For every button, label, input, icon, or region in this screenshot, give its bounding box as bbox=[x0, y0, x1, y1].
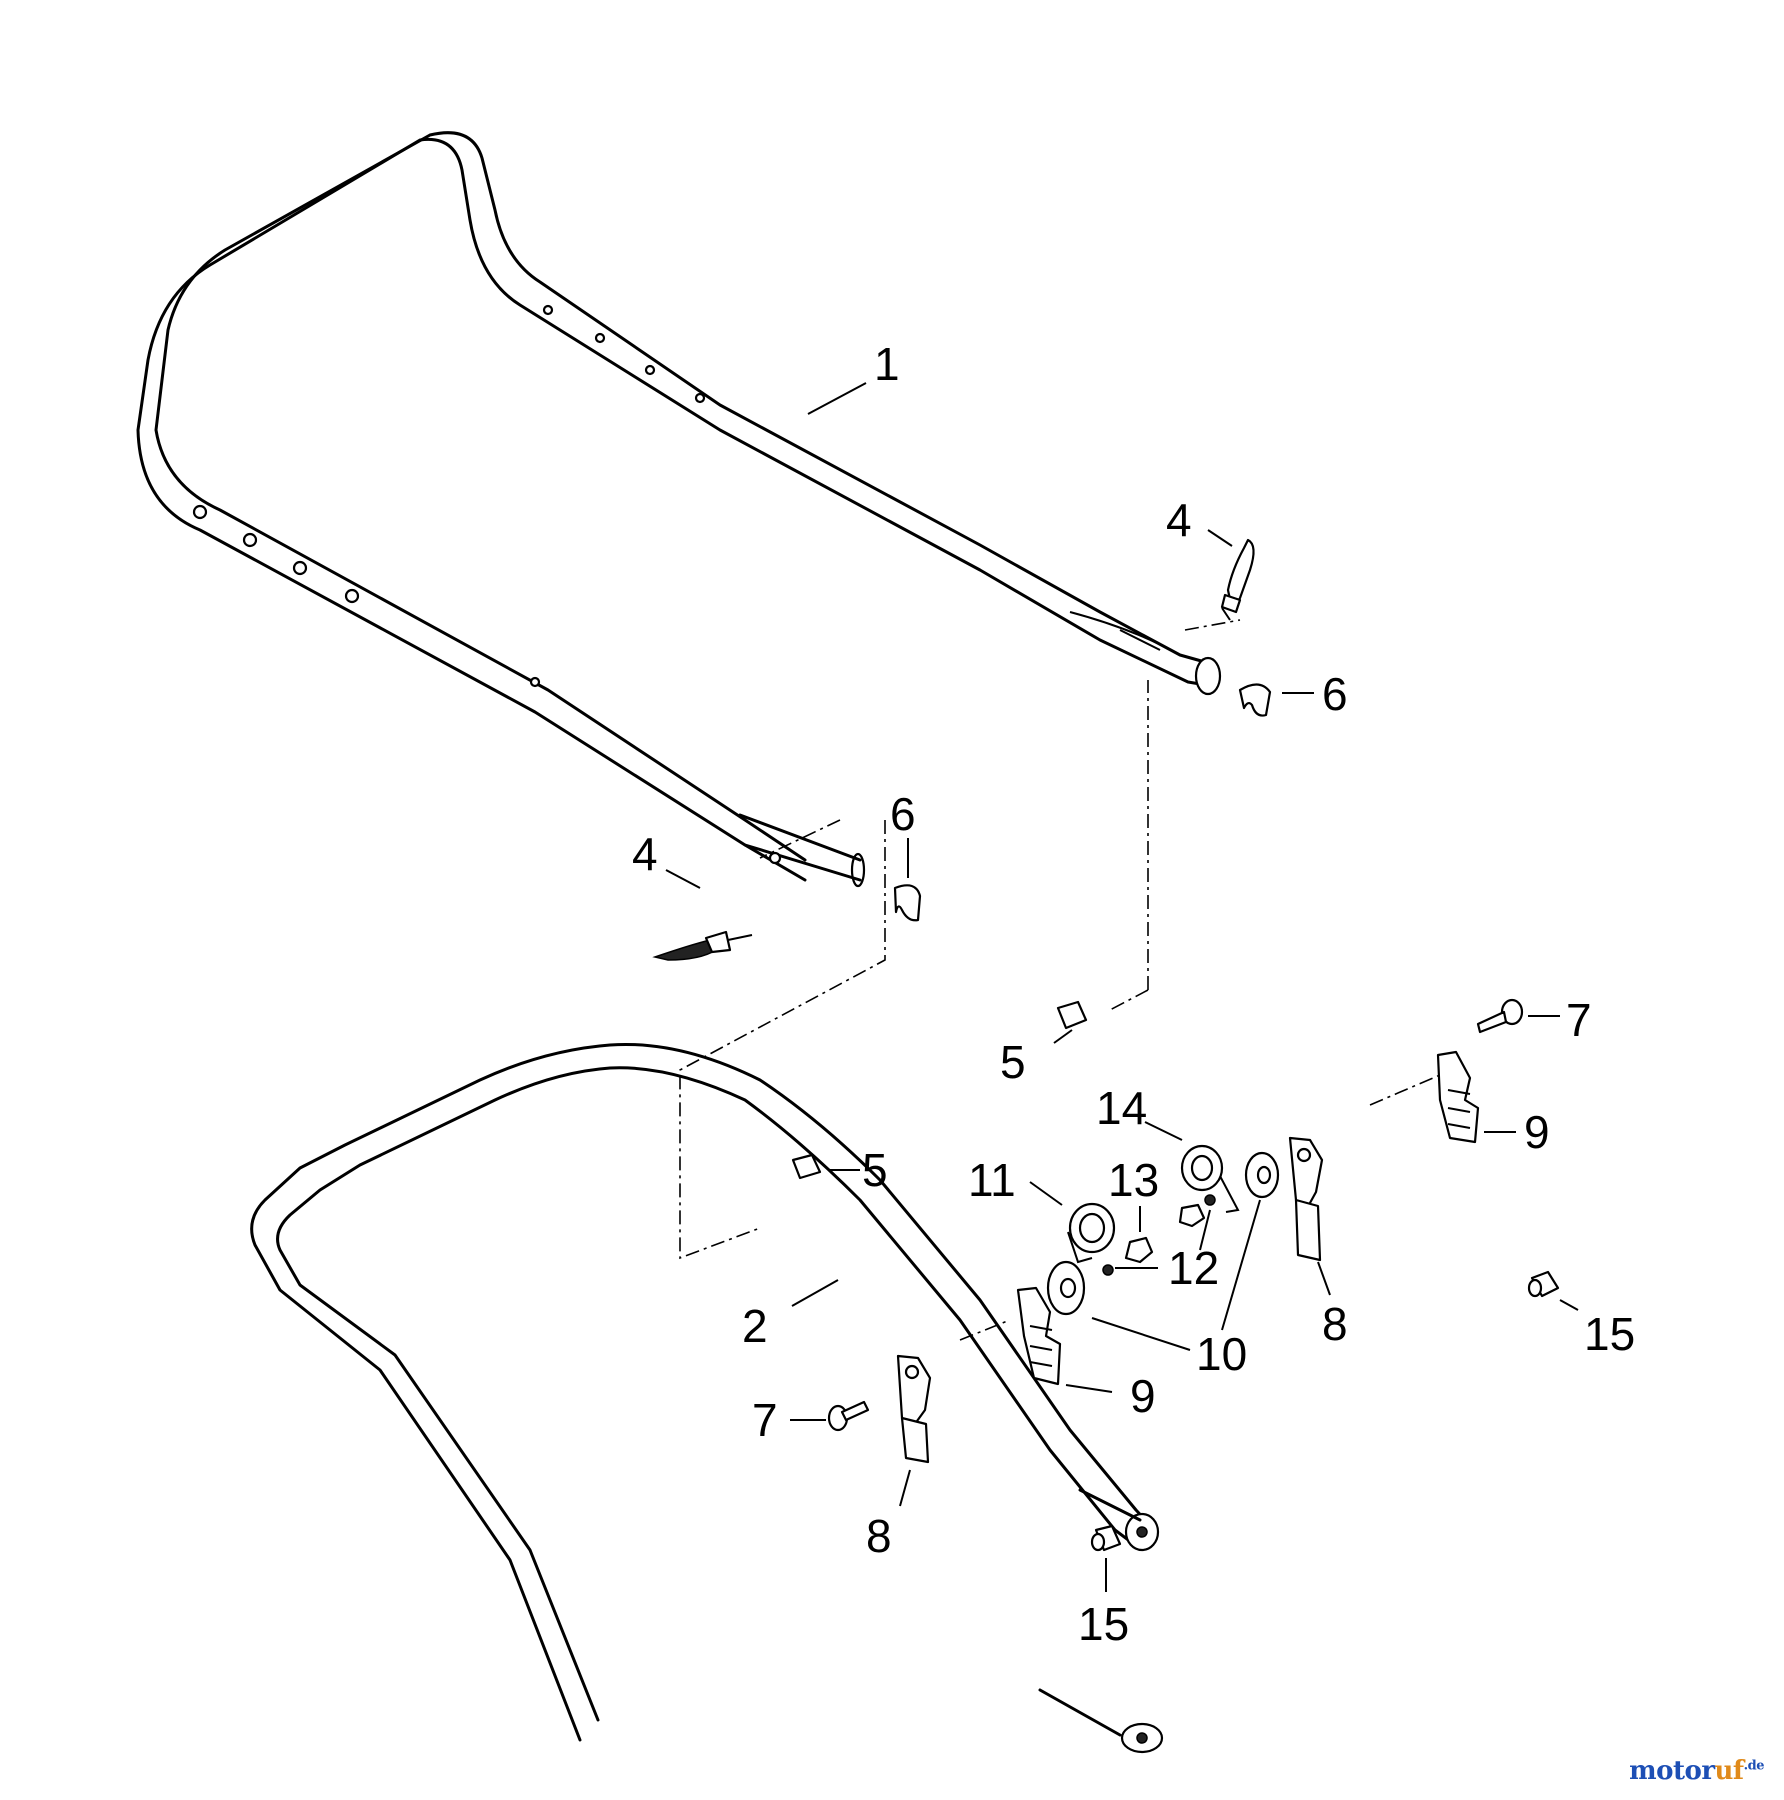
square-nut-upper bbox=[1056, 1000, 1088, 1030]
pin-right bbox=[1527, 1270, 1560, 1298]
lower-handle-bar bbox=[250, 1042, 1164, 1754]
tube-clip-right bbox=[1238, 683, 1272, 717]
ball-12b bbox=[1204, 1194, 1216, 1206]
callout-6-right: 6 bbox=[1322, 668, 1348, 720]
carriage-bolt-left bbox=[827, 1400, 870, 1432]
callout-8-right: 8 bbox=[1322, 1298, 1348, 1350]
callout-8-left: 8 bbox=[866, 1510, 892, 1562]
square-nut-lower bbox=[791, 1153, 822, 1180]
callout-4-left: 4 bbox=[632, 828, 658, 880]
callout-5-upper: 5 bbox=[1000, 1036, 1026, 1088]
clamp-lever-left bbox=[652, 930, 753, 961]
pin-left bbox=[1090, 1524, 1122, 1552]
ring-clip bbox=[1067, 1202, 1116, 1264]
callout-labels: 1 2 4 4 5 5 6 6 7 7 8 8 9 9 10 11 12 13 … bbox=[632, 338, 1635, 1650]
ring-clip-14 bbox=[1180, 1144, 1240, 1213]
callout-6-left: 6 bbox=[890, 788, 916, 840]
washer-left bbox=[1046, 1260, 1086, 1316]
callout-2: 2 bbox=[742, 1300, 768, 1352]
assembly-lines bbox=[679, 619, 1441, 1341]
callout-5-lower: 5 bbox=[862, 1144, 888, 1196]
callout-14: 14 bbox=[1096, 1082, 1147, 1134]
ball-12a bbox=[1102, 1264, 1114, 1276]
callout-9-right: 9 bbox=[1524, 1106, 1550, 1158]
hex-nut-13b bbox=[1178, 1203, 1206, 1228]
callout-11: 11 bbox=[968, 1154, 1016, 1206]
watermark-blue: motor bbox=[1629, 1756, 1715, 1786]
leader-lines bbox=[665, 382, 1579, 1592]
callout-15-right: 15 bbox=[1584, 1308, 1635, 1360]
handle-bracket-left bbox=[896, 1354, 932, 1464]
callout-10: 10 bbox=[1196, 1328, 1247, 1380]
latch-plate-left bbox=[1016, 1286, 1062, 1386]
latch-plate-right bbox=[1436, 1050, 1480, 1144]
clamp-lever-right bbox=[1220, 538, 1255, 621]
watermark-tld: .de bbox=[1743, 1758, 1765, 1774]
callout-4-right: 4 bbox=[1166, 494, 1192, 546]
hex-nut-13a bbox=[1124, 1236, 1154, 1264]
callout-12: 12 bbox=[1168, 1242, 1219, 1294]
carriage-bolt-right bbox=[1476, 998, 1524, 1034]
callout-13: 13 bbox=[1108, 1154, 1159, 1206]
callout-9-left: 9 bbox=[1130, 1370, 1156, 1422]
upper-handle-bar bbox=[136, 131, 1222, 888]
callout-7-right: 7 bbox=[1566, 994, 1592, 1046]
callout-15-left: 15 bbox=[1078, 1598, 1129, 1650]
callout-7-left: 7 bbox=[752, 1394, 778, 1446]
callout-1: 1 bbox=[874, 338, 900, 390]
watermark-orange: uf bbox=[1714, 1756, 1745, 1786]
handle-bracket-right bbox=[1288, 1136, 1324, 1262]
watermark-logo: motoruf.de bbox=[1629, 1756, 1764, 1786]
handle-holes bbox=[192, 304, 782, 865]
washer-right bbox=[1244, 1151, 1280, 1199]
tube-clip-left bbox=[893, 884, 922, 922]
